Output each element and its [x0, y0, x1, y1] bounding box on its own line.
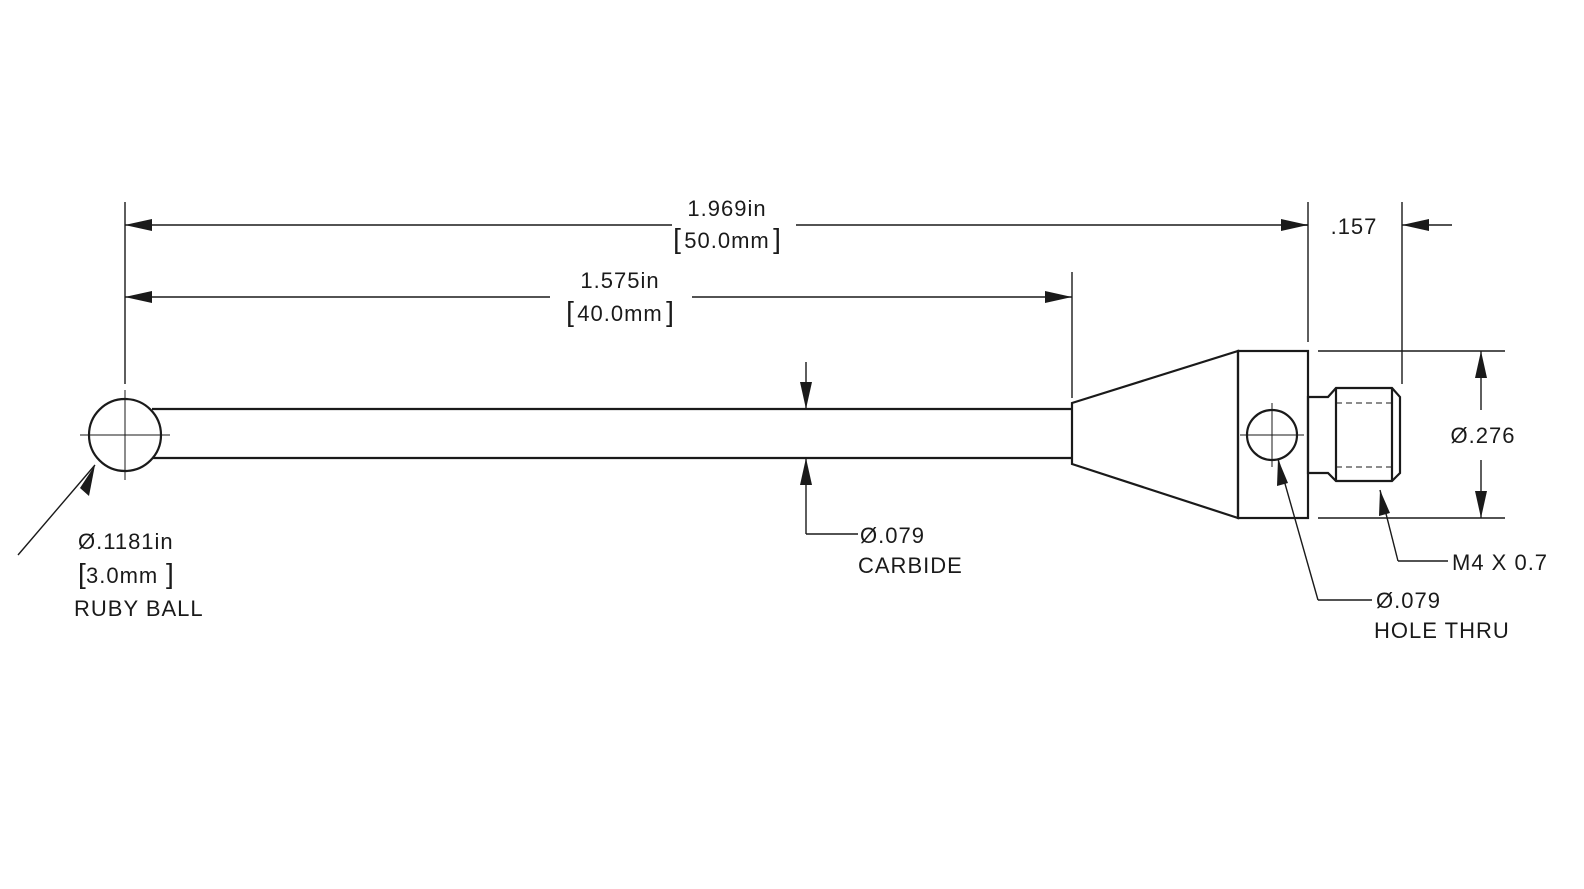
dimension-overall-length: 1.969in [ 50.0mm ]	[125, 196, 1308, 254]
hole-type: HOLE THRU	[1374, 618, 1510, 643]
arrow-up	[1475, 351, 1487, 378]
shaft-length-mm: 40.0mm	[577, 301, 662, 326]
arrow-left	[125, 291, 152, 303]
arrow-left	[125, 219, 152, 231]
callout-ball: Ø.1181in [ 3.0mm ] RUBY BALL	[74, 529, 204, 621]
thread-length-value: .157	[1331, 214, 1378, 239]
stem-material: CARBIDE	[858, 553, 963, 578]
dimension-thread-length: .157	[1284, 214, 1452, 239]
shaft-length-in: 1.575in	[580, 268, 659, 293]
hole-diameter: Ø.079	[1376, 588, 1441, 613]
arrow-down	[800, 382, 812, 409]
arrow-up	[800, 458, 812, 485]
thread-spec: M4 X 0.7	[1452, 550, 1548, 575]
bracket-close: ]	[666, 296, 674, 327]
callout-hole: Ø.079 HOLE THRU	[1374, 588, 1510, 643]
bracket-open: [	[78, 558, 86, 589]
arrow-right	[1045, 291, 1072, 303]
dimension-body-diameter: Ø.276	[1451, 351, 1516, 518]
ball-material: RUBY BALL	[74, 596, 204, 621]
dimension-shaft-length: 1.575in [ 40.0mm ]	[125, 268, 1072, 327]
arrow-right	[1402, 219, 1429, 231]
body-diameter-value: Ø.276	[1451, 423, 1516, 448]
bracket-open: [	[566, 296, 574, 327]
leaders	[17, 458, 1448, 601]
ball-diameter: Ø.1181in	[78, 529, 174, 554]
bracket-close: ]	[773, 223, 781, 254]
stem-diameter-arrows	[800, 362, 858, 535]
ball-diameter-mm: 3.0mm	[86, 563, 158, 588]
callout-thread: M4 X 0.7	[1452, 550, 1548, 575]
bracket-close: ]	[166, 558, 174, 589]
callout-stem: Ø.079 CARBIDE	[858, 523, 963, 578]
ball-leader-line	[17, 464, 96, 556]
overall-length-mm: 50.0mm	[684, 228, 769, 253]
tapered-cone	[1070, 349, 1240, 520]
threaded-shank	[1306, 386, 1402, 483]
thread-leader-arrow	[1379, 490, 1390, 516]
ball-leader-arrow	[80, 465, 95, 496]
hole-leader-arrow	[1277, 459, 1288, 486]
stem-diameter: Ø.079	[860, 523, 925, 548]
stylus-part	[80, 349, 1402, 520]
arrow-down	[1475, 491, 1487, 518]
overall-length-in: 1.969in	[687, 196, 766, 221]
extension-lines	[124, 202, 1505, 519]
bracket-open: [	[673, 223, 681, 254]
